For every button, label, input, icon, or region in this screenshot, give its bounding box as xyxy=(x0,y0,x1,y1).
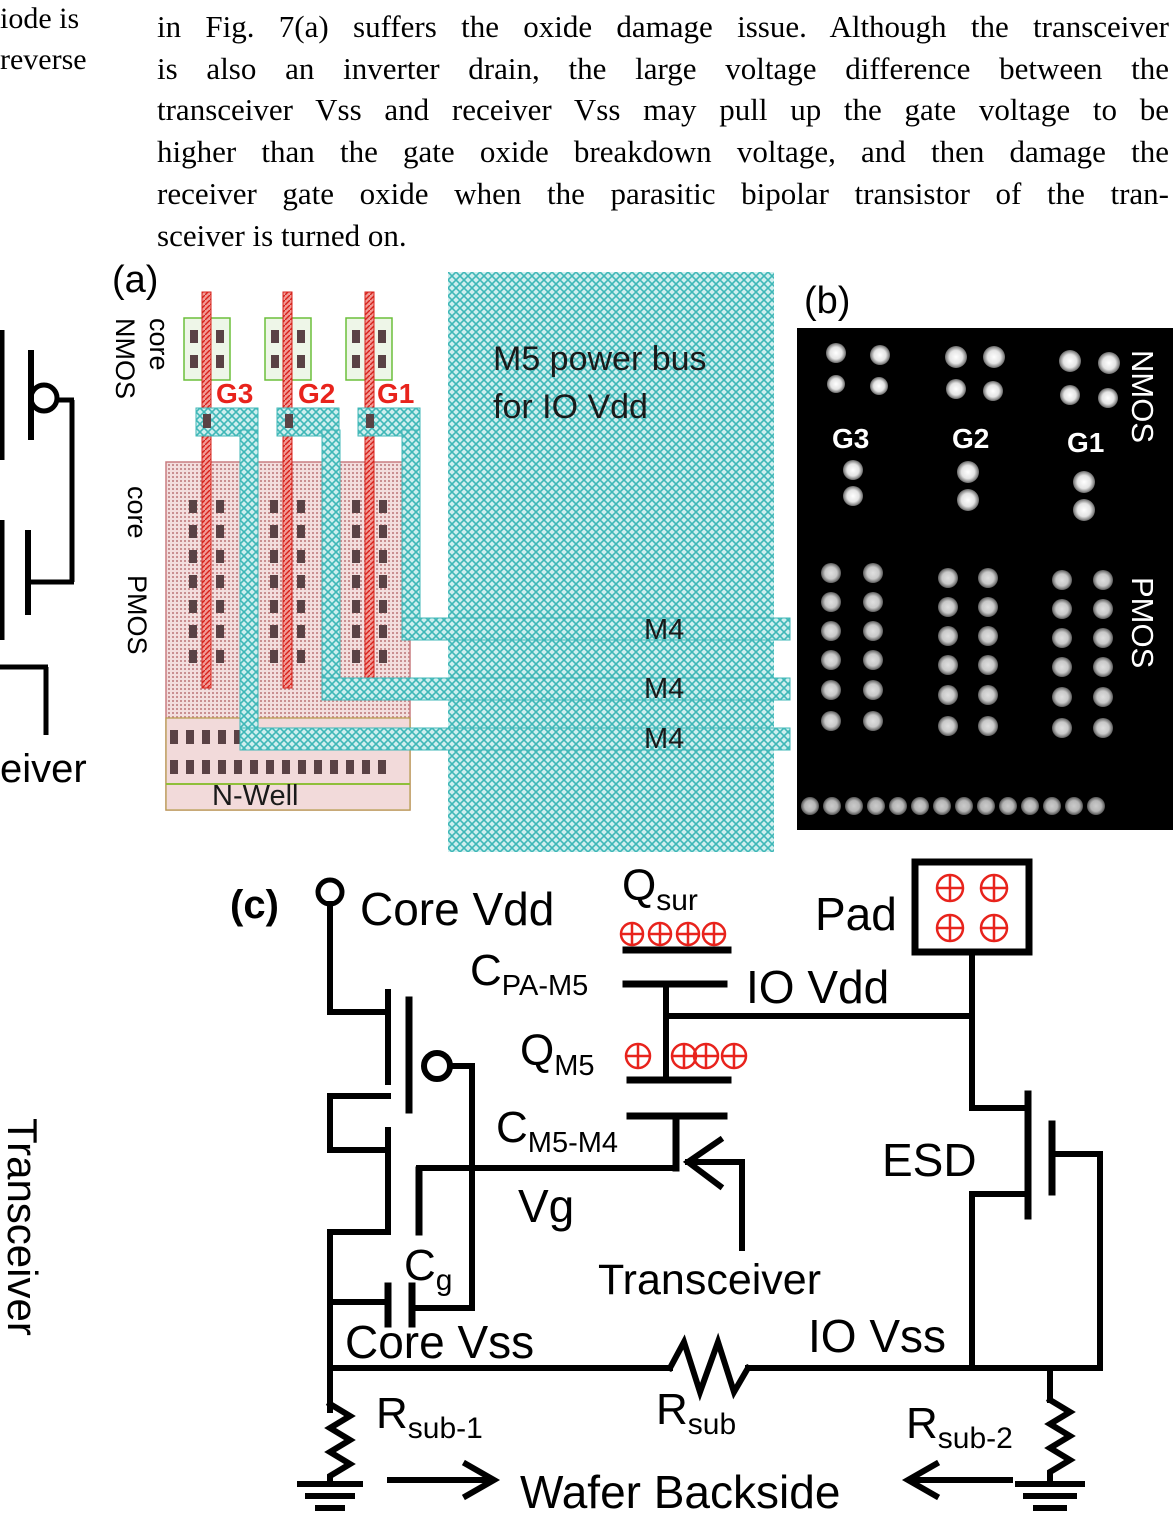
photo-gate-g2: G2 xyxy=(952,423,989,454)
io-vss-label: IO Vss xyxy=(808,1310,946,1362)
paragraph-line-6: sceiver is turned on. xyxy=(157,218,407,253)
nmos-diffusion-boxes xyxy=(183,317,393,381)
left-column-receiver-label: eiver xyxy=(0,747,87,791)
gate-label-g3: G3 xyxy=(216,378,253,409)
c-pa-main: C xyxy=(470,946,502,995)
nwell-hot-spots xyxy=(801,797,1105,815)
photo-pmos-label: PMOS xyxy=(1125,577,1160,668)
q-sur-main: Q xyxy=(622,861,656,910)
emission-photo-b: (b) G3 G2 G1 NMOS PMOS xyxy=(797,280,1173,830)
m4-label-1: M4 xyxy=(644,614,684,646)
cg-main: C xyxy=(404,1241,436,1290)
gate-poly-fingers xyxy=(201,291,375,689)
r-sub-1-label: Rsub-1 xyxy=(376,1389,483,1445)
c-pa-subscript: PA-M5 xyxy=(502,970,588,1002)
panel-c-label: (c) xyxy=(230,883,279,927)
r-sub-2-label: Rsub-2 xyxy=(906,1399,1013,1455)
cg-subscript: g xyxy=(436,1264,453,1297)
q-sur-label: Qsur xyxy=(622,861,698,917)
circuit-figure-c: (c) xyxy=(230,858,1103,1518)
c-m5-m4-label: CM5-M4 xyxy=(496,1103,618,1159)
c-pa-m5-label: CPA-M5 xyxy=(470,946,588,1002)
r-sub-2-subscript: sub-2 xyxy=(938,1422,1013,1455)
r-sub-label: Rsub xyxy=(656,1385,736,1441)
left-column-transceiver-label: Transceiver xyxy=(0,1118,46,1336)
m5-bus-label-line2: for IO Vdd xyxy=(493,388,648,426)
m4-label-3: M4 xyxy=(644,723,684,755)
m4-label-2: M4 xyxy=(644,673,684,705)
nwell-label: N-Well xyxy=(212,780,298,812)
photo-gate-g1: G1 xyxy=(1067,427,1104,458)
nmos-label-a: NMOS xyxy=(110,318,140,399)
gate-label-g1: G1 xyxy=(377,378,414,409)
photo-nmos-label: NMOS xyxy=(1125,350,1160,443)
r-sub-1-subscript: sub-1 xyxy=(408,1412,483,1445)
nmos-hot-spots xyxy=(826,343,1120,521)
paragraph-line-4: higher than the gate oxide breakdown vol… xyxy=(157,134,1169,169)
pad-label: Pad xyxy=(815,888,897,940)
r-sub-main: R xyxy=(656,1385,688,1434)
q-m5-main: Q xyxy=(520,1026,554,1075)
m5-bus-label-line1: M5 power bus xyxy=(493,340,707,378)
layout-figure-a: (a) core NMOS core PMOS M5 power bus for… xyxy=(110,259,791,852)
positive-charges xyxy=(619,873,1009,1070)
transceiver-label: Transceiver xyxy=(598,1256,821,1304)
left-column-line-1: iode is xyxy=(0,2,80,35)
core-vdd-label: Core Vdd xyxy=(360,883,554,935)
paragraph-line-2: is also an inverter drain, the large vol… xyxy=(157,51,1169,86)
left-schematic-fragment xyxy=(0,330,75,735)
c-m5-main: C xyxy=(496,1103,528,1152)
r-sub-2-main: R xyxy=(906,1399,938,1448)
c-m5-subscript: M5-M4 xyxy=(528,1127,618,1159)
q-m5-subscript: M5 xyxy=(554,1050,594,1082)
paragraph-line-1: in Fig. 7(a) suffers the oxide damage is… xyxy=(157,9,1169,44)
r-sub-1-main: R xyxy=(376,1389,408,1438)
q-sur-subscript: sur xyxy=(656,884,698,917)
wafer-backside-label: Wafer Backside xyxy=(520,1466,840,1518)
paragraph-line-3: transceiver Vss and receiver Vss may pul… xyxy=(157,92,1169,127)
q-m5-label: QM5 xyxy=(520,1026,595,1082)
m5-power-bus xyxy=(448,272,774,852)
pmos-hot-spots xyxy=(821,563,1113,738)
cg-label: Cg xyxy=(404,1241,452,1297)
core-vss-label: Core Vss xyxy=(345,1316,534,1368)
r-sub-subscript: sub xyxy=(688,1408,736,1441)
core-label-top: core xyxy=(144,318,174,371)
panel-b-label: (b) xyxy=(804,280,850,322)
esd-label: ESD xyxy=(882,1134,977,1186)
io-vdd-label: IO Vdd xyxy=(746,961,889,1013)
gate-label-g2: G2 xyxy=(298,378,335,409)
pmos-contacts xyxy=(189,500,387,663)
vg-label: Vg xyxy=(518,1180,574,1232)
left-column-line-2: reverse xyxy=(0,43,87,76)
core-label-mid: core xyxy=(122,486,152,539)
panel-a-label: (a) xyxy=(112,259,158,301)
photo-gate-g3: G3 xyxy=(832,423,869,454)
pmos-label-a: PMOS xyxy=(122,575,152,655)
paragraph-line-5: receiver gate oxide when the parasitic b… xyxy=(157,176,1169,211)
